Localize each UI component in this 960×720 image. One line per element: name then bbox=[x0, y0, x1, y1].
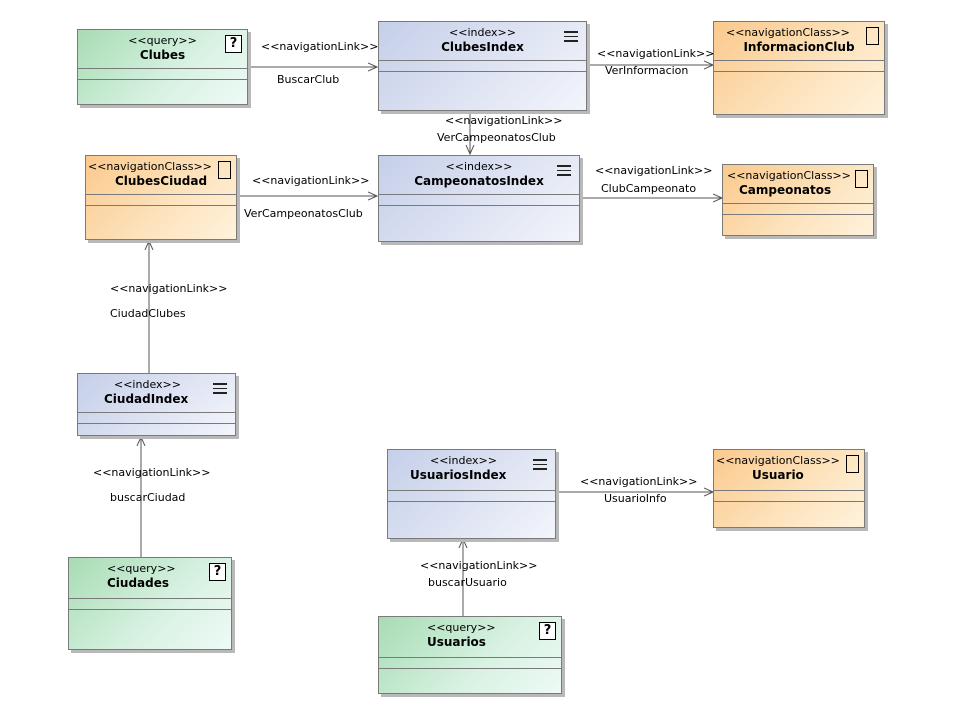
class-icon bbox=[855, 170, 868, 188]
link-stereotype: <<navigationLink>> bbox=[261, 40, 379, 53]
node-stereotype: <<navigationClass>> bbox=[716, 454, 840, 467]
node-stereotype: <<index>> bbox=[430, 454, 497, 467]
node-stereotype: <<index>> bbox=[445, 160, 513, 173]
node-name: Usuarios bbox=[427, 635, 486, 649]
menu-icon bbox=[533, 459, 547, 473]
link-name: buscarUsuario bbox=[428, 576, 507, 589]
node-stereotype: <<navigationClass>> bbox=[727, 169, 851, 182]
node-attributes bbox=[379, 61, 586, 72]
link-name: BuscarClub bbox=[277, 73, 340, 86]
node-attributes bbox=[379, 658, 561, 669]
node-attributes bbox=[86, 195, 236, 206]
node-clubes[interactable]: <<query>> Clubes ? bbox=[77, 29, 248, 105]
node-header: <<navigationClass>> Campeonatos bbox=[723, 165, 873, 204]
node-attributes bbox=[69, 599, 231, 610]
link-stereotype: <<navigationLink>> bbox=[93, 466, 211, 479]
node-informacion-club[interactable]: <<navigationClass>> InformacionClub bbox=[713, 21, 885, 115]
link-name: VerCampeonatosClub bbox=[244, 207, 363, 220]
link-stereotype: <<navigationLink>> bbox=[445, 114, 563, 127]
node-header: <<index>> CiudadIndex bbox=[78, 374, 235, 413]
link-name: VerInformacion bbox=[605, 64, 689, 77]
node-stereotype: <<navigationClass>> bbox=[726, 26, 850, 39]
node-attributes bbox=[723, 204, 873, 215]
link-stereotype: <<navigationLink>> bbox=[110, 282, 228, 295]
question-icon: ? bbox=[209, 563, 226, 581]
node-attributes bbox=[379, 195, 579, 206]
node-usuarios[interactable]: <<query>> Usuarios ? bbox=[378, 616, 562, 694]
link-name: VerCampeonatosClub bbox=[437, 131, 556, 144]
node-stereotype: <<index>> bbox=[114, 378, 181, 391]
node-ciudad-index[interactable]: <<index>> CiudadIndex bbox=[77, 373, 236, 436]
node-header: <<query>> Clubes ? bbox=[78, 30, 247, 69]
node-name: Clubes bbox=[139, 48, 186, 62]
node-attributes bbox=[714, 491, 864, 502]
node-header: <<query>> Usuarios ? bbox=[379, 617, 561, 658]
menu-icon bbox=[213, 383, 227, 397]
node-header: <<query>> Ciudades ? bbox=[69, 558, 231, 599]
node-header: <<navigationClass>> InformacionClub bbox=[714, 22, 884, 61]
node-stereotype: <<query>> bbox=[128, 34, 197, 47]
node-name: Ciudades bbox=[107, 576, 170, 590]
node-name: Usuario bbox=[752, 468, 804, 482]
node-usuarios-index[interactable]: <<index>> UsuariosIndex bbox=[387, 449, 556, 539]
node-clubes-ciudad[interactable]: <<navigationClass>> ClubesCiudad bbox=[85, 155, 237, 240]
class-icon bbox=[218, 161, 231, 179]
link-name: ClubCampeonato bbox=[601, 182, 697, 195]
node-name: CiudadIndex bbox=[104, 392, 189, 406]
node-ciudades[interactable]: <<query>> Ciudades ? bbox=[68, 557, 232, 650]
node-attributes bbox=[78, 69, 247, 80]
node-campeonatos[interactable]: <<navigationClass>> Campeonatos bbox=[722, 164, 874, 236]
node-attributes bbox=[714, 61, 884, 72]
node-header: <<index>> UsuariosIndex bbox=[388, 450, 555, 491]
node-usuario[interactable]: <<navigationClass>> Usuario bbox=[713, 449, 865, 528]
link-stereotype: <<navigationLink>> bbox=[595, 164, 713, 177]
node-campeonatos-index[interactable]: <<index>> CampeonatosIndex bbox=[378, 155, 580, 242]
node-name: Campeonatos bbox=[739, 183, 832, 197]
link-name: CiudadClubes bbox=[110, 307, 186, 320]
question-icon: ? bbox=[539, 622, 556, 640]
menu-icon bbox=[564, 31, 578, 45]
node-stereotype: <<query>> bbox=[427, 621, 496, 634]
node-attributes bbox=[388, 491, 555, 502]
node-attributes bbox=[78, 413, 235, 424]
node-stereotype: <<index>> bbox=[449, 26, 516, 39]
link-name: buscarCiudad bbox=[110, 491, 186, 504]
node-header: <<navigationClass>> ClubesCiudad bbox=[86, 156, 236, 195]
class-icon bbox=[846, 455, 859, 473]
link-stereotype: <<navigationLink>> bbox=[597, 47, 715, 60]
question-icon: ? bbox=[225, 35, 242, 53]
node-header: <<index>> CampeonatosIndex bbox=[379, 156, 579, 195]
link-stereotype: <<navigationLink>> bbox=[580, 475, 698, 488]
node-stereotype: <<navigationClass>> bbox=[88, 160, 212, 173]
link-name: UsuarioInfo bbox=[604, 492, 667, 505]
node-name: UsuariosIndex bbox=[410, 468, 507, 482]
class-icon bbox=[866, 27, 879, 45]
node-header: <<index>> ClubesIndex bbox=[379, 22, 586, 61]
link-stereotype: <<navigationLink>> bbox=[252, 174, 370, 187]
node-stereotype: <<query>> bbox=[107, 562, 176, 575]
menu-icon bbox=[557, 165, 571, 179]
node-name: ClubesCiudad bbox=[114, 174, 208, 188]
link-stereotype: <<navigationLink>> bbox=[420, 559, 538, 572]
node-name: ClubesIndex bbox=[441, 40, 524, 54]
node-header: <<navigationClass>> Usuario bbox=[714, 450, 864, 491]
node-clubes-index[interactable]: <<index>> ClubesIndex bbox=[378, 21, 587, 111]
node-name: InformacionClub bbox=[743, 40, 855, 54]
node-name: CampeonatosIndex bbox=[414, 174, 544, 188]
